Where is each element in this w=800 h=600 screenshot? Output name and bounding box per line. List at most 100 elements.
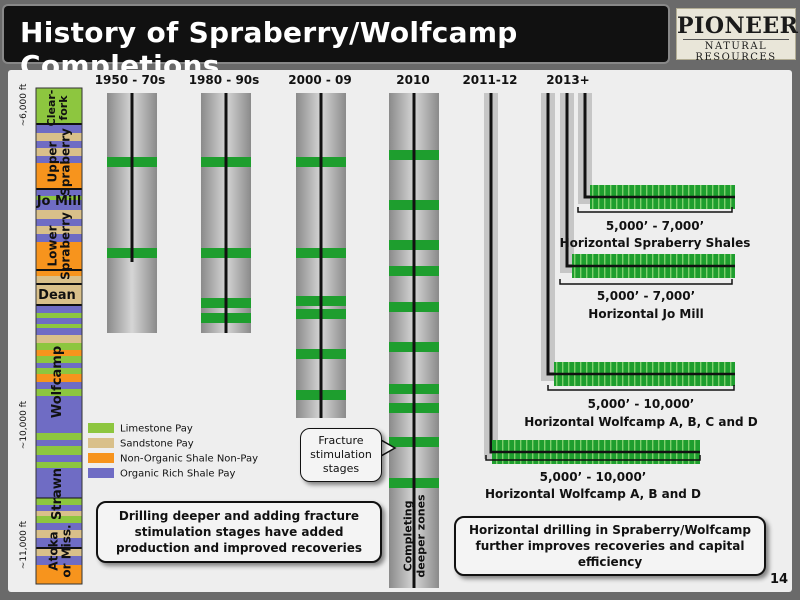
formation-divider xyxy=(36,123,82,125)
lateral-labels: 5,000’ - 7,000’ Horizontal Spraberry Shal… xyxy=(485,207,758,501)
formation-divider xyxy=(36,269,82,271)
strat-band xyxy=(36,468,82,498)
strat-band xyxy=(36,234,82,242)
strat-band xyxy=(36,511,82,516)
formation-label: LowerSpraberry xyxy=(46,212,73,280)
formation-divider xyxy=(36,283,82,285)
era-label: 1950 - 70s xyxy=(95,73,166,87)
legend-label: Sandstone Pay xyxy=(120,439,194,450)
horizontal-drilling-callout: Horizontal drilling in Spraberry/Wolfcam… xyxy=(454,516,766,576)
casing xyxy=(541,93,560,381)
formation-label: Clear-fork xyxy=(45,90,70,127)
strat-band xyxy=(36,389,82,396)
lateral-target-label: Horizontal Spraberry Shales xyxy=(560,236,751,250)
era-label: 2011-12 xyxy=(462,73,517,87)
strat-band xyxy=(36,318,82,324)
logo-wordmark: PIONEER xyxy=(677,13,799,39)
lateral-bracket xyxy=(547,385,735,391)
strat-band xyxy=(36,498,82,505)
strat-band xyxy=(36,196,82,200)
vertical-wells: Completingdeeper zones xyxy=(107,93,439,588)
strat-band xyxy=(36,156,82,163)
strat-band xyxy=(36,219,82,226)
lateral-bracket xyxy=(485,455,701,461)
formation-label: UpperSpraberry xyxy=(46,128,73,196)
depth-label: ~10,000 ft xyxy=(19,400,29,449)
lateral-bracket xyxy=(577,207,733,213)
fracture-stages-text: Fracture stimulation stages xyxy=(310,434,372,475)
strat-band xyxy=(36,455,82,462)
lateral-length-label: 5,000’ - 10,000’ xyxy=(540,470,647,484)
lateral-target-label: Horizontal Jo Mill xyxy=(588,307,703,321)
strat-band xyxy=(36,374,82,382)
strat-band xyxy=(36,343,82,350)
strat-band xyxy=(36,305,82,313)
strat-band xyxy=(36,200,82,210)
casing xyxy=(560,93,578,273)
horizontal-drilling-text: Horizontal drilling in Spraberry/Wolfcam… xyxy=(468,523,752,569)
deeper-zones-label: Completingdeeper zones xyxy=(401,494,427,578)
strat-band xyxy=(36,133,82,141)
strat-band xyxy=(36,124,82,133)
legend-swatch xyxy=(88,453,114,463)
strat-band xyxy=(36,189,82,196)
strat-band xyxy=(36,328,82,335)
lateral-target-label: Horizontal Wolfcamp A, B, C and D xyxy=(524,415,758,429)
strat-band xyxy=(36,88,82,124)
strat-band xyxy=(36,148,82,156)
legend-label: Non-Organic Shale Non-Pay xyxy=(120,454,258,465)
era-label: 1980 - 90s xyxy=(189,73,260,87)
formation-label: Dean xyxy=(38,288,76,303)
strat-band xyxy=(36,433,82,440)
strat-band xyxy=(36,335,82,343)
strat-band xyxy=(36,226,82,234)
formation-label: Jo Mill xyxy=(36,194,82,209)
strat-band xyxy=(36,446,82,455)
strat-band xyxy=(36,350,82,356)
formation-label: Wolfcamp xyxy=(50,346,65,418)
strat-band xyxy=(36,356,82,363)
strat-band xyxy=(36,382,82,389)
formation-divider xyxy=(36,188,82,190)
legend-label: Limestone Pay xyxy=(120,424,193,435)
page-title: History of Spraberry/Wolfcamp Completion… xyxy=(20,16,518,82)
wellbore xyxy=(224,93,228,333)
depth-labels: ~6,000 ft~10,000 ft~11,000 ft xyxy=(19,83,29,569)
strat-band xyxy=(36,324,82,328)
era-label: 2013+ xyxy=(546,73,589,87)
lateral-length-label: 5,000’ - 10,000’ xyxy=(588,397,695,411)
strat-band xyxy=(36,523,82,530)
strat-band xyxy=(36,287,82,305)
strat-band xyxy=(36,396,82,433)
strat-band xyxy=(36,313,82,318)
lateral-target-label: Horizontal Wolfcamp A, B and D xyxy=(485,487,701,501)
wellbore xyxy=(130,93,134,262)
title-bar: History of Spraberry/Wolfcamp Completion… xyxy=(4,6,668,82)
fracture-stages-callout: Fracture stimulation stages xyxy=(300,428,382,482)
strat-band xyxy=(36,530,82,538)
lateral-length-label: 5,000’ - 7,000’ xyxy=(606,219,704,233)
casing xyxy=(578,93,598,204)
formation-label: Strawn xyxy=(50,468,65,520)
strat-band xyxy=(36,565,82,584)
formation-divider xyxy=(36,304,82,306)
logo-tagline: NATURAL RESOURCES xyxy=(695,41,777,63)
strat-band xyxy=(36,538,82,547)
strat-band xyxy=(36,141,82,148)
wellbore xyxy=(319,93,323,418)
company-logo: PIONEER NATURAL RESOURCES xyxy=(676,8,799,63)
strat-band xyxy=(36,163,82,189)
legend-label: Organic Rich Shale Pay xyxy=(120,469,235,480)
legend-swatch xyxy=(88,423,114,433)
strat-band xyxy=(36,516,82,523)
legend-swatch xyxy=(88,468,114,478)
strat-band xyxy=(36,505,82,511)
strat-band xyxy=(36,276,82,287)
era-label: 2000 - 09 xyxy=(288,73,351,87)
formation-label: Atokaor Miss. xyxy=(47,524,74,577)
legend-swatch xyxy=(88,438,114,448)
